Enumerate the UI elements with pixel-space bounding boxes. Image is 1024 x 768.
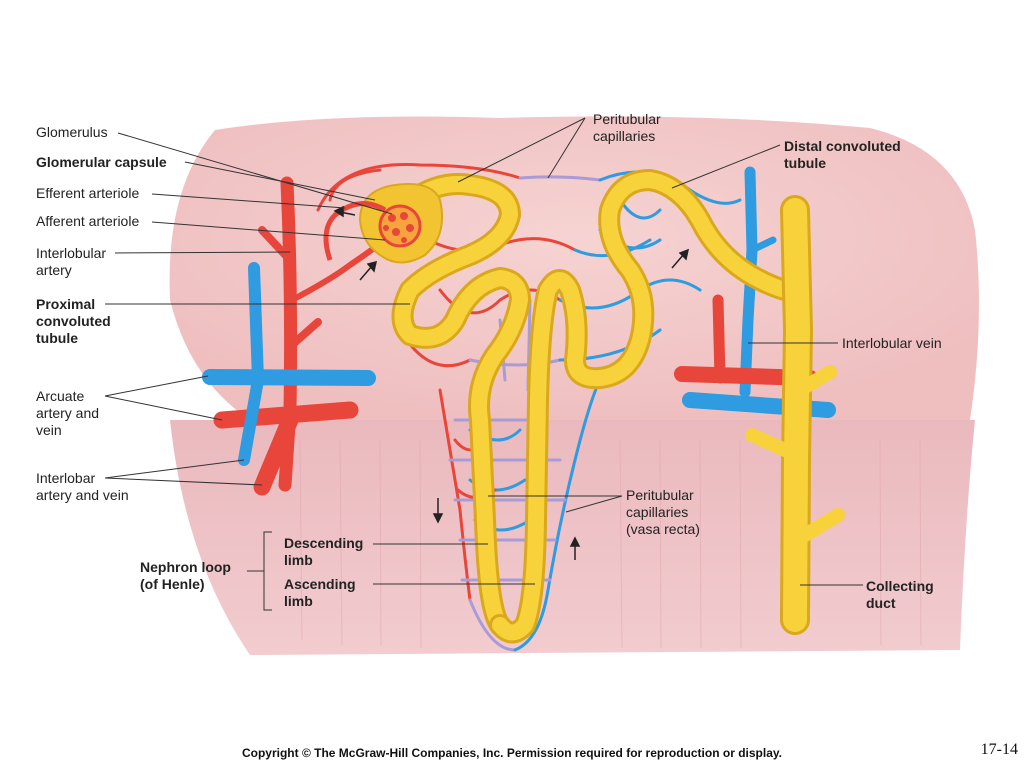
flow-arrows (333, 205, 690, 560)
nephron-tubule (391, 169, 845, 644)
label-nephron-loop: Nephron loop (of Henle) (140, 559, 231, 592)
collecting-duct-branch-3 (790, 508, 845, 547)
artery-branch-upper (258, 226, 294, 264)
slide-number: 17-14 (980, 741, 1018, 758)
label-glomerulus: Glomerulus (36, 124, 108, 140)
label-peritubular-capillaries-vasa-recta: Peritubular capillaries (vasa recta) (626, 487, 700, 537)
copyright-notice: Copyright © The McGraw-Hill Companies, I… (241, 746, 783, 760)
label-collecting-duct: Collecting duct (866, 578, 934, 611)
label-interlobular-vein: Interlobular vein (842, 335, 942, 351)
arcuate-vein (202, 369, 376, 386)
renal-corpuscle (323, 183, 444, 264)
interlobular-artery-right (712, 294, 726, 384)
label-efferent-arteriole: Efferent arteriole (36, 185, 140, 201)
collecting-duct-branch-1 (793, 365, 837, 397)
renal-medulla-tissue (170, 420, 975, 655)
vein-branch-right (748, 236, 777, 254)
label-distal-convoluted-tubule: Distal convoluted tubule (784, 138, 901, 171)
label-descending-limb: Descending limb (284, 535, 364, 568)
label-ascending-limb: Ascending limb (284, 576, 356, 609)
artery-branch-mid (288, 318, 322, 349)
medulla-striations (299, 439, 922, 649)
label-arcuate-artery-and-vein: Arcuate artery and vein (36, 388, 100, 438)
efferent-arteriole-path (323, 201, 387, 261)
label-peritubular-capillaries: Peritubular capillaries (593, 111, 661, 144)
collecting-duct-branch-2 (745, 428, 803, 462)
label-afferent-arteriole: Afferent arteriole (36, 213, 140, 229)
label-proximal-convoluted-tubule: Proximal convoluted tubule (36, 296, 111, 346)
label-interlobular-artery: Interlobular artery (36, 245, 107, 278)
label-interlobar-artery-and-vein: Interlobar artery and vein (36, 470, 129, 503)
label-glomerular-capsule: Glomerular capsule (36, 154, 167, 170)
left-vessels (202, 176, 388, 496)
interlobar-artery (253, 411, 299, 496)
leader-lines (104, 117, 863, 611)
